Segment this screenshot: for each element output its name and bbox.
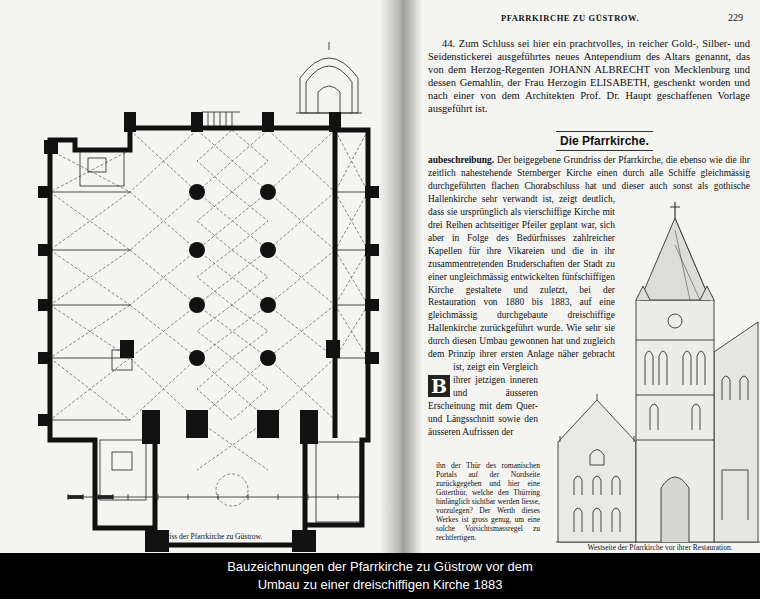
footnote-text: ihn der Thür des romanischen Portals auf… xyxy=(436,462,540,542)
buttresses xyxy=(262,112,274,132)
outer-walls xyxy=(130,128,335,438)
buttresses xyxy=(260,297,276,313)
buttresses xyxy=(189,297,205,313)
buttresses xyxy=(365,352,379,364)
thin-walls xyxy=(50,112,368,522)
vault-ribs xyxy=(130,130,335,192)
buttresses xyxy=(189,184,205,200)
thin-walls xyxy=(50,192,130,420)
buttresses xyxy=(44,140,58,154)
west-elevation xyxy=(675,218,710,300)
buttresses xyxy=(38,414,52,426)
buttresses xyxy=(189,242,205,258)
scale-bar xyxy=(98,496,113,499)
figure-caption: Grundriss der Pfarrkirche zu Güstrow. xyxy=(100,532,310,541)
cross-section-sketch xyxy=(329,42,330,50)
scale-bar xyxy=(68,494,360,500)
buttresses xyxy=(186,410,208,438)
west-elevation xyxy=(722,376,748,520)
scale-bar xyxy=(68,496,83,499)
buttresses xyxy=(38,244,52,256)
west-elevation xyxy=(670,202,680,218)
buttresses xyxy=(124,112,136,132)
cross-section-sketch xyxy=(300,58,358,113)
buttresses xyxy=(257,410,279,438)
outer-walls xyxy=(50,128,155,528)
west-elevation xyxy=(636,300,714,542)
figure-caption: Westseite der Pfarrkirche vor ihrer Rest… xyxy=(560,543,760,552)
book-gutter xyxy=(380,0,422,553)
west-elevation xyxy=(558,400,636,542)
vault-ribs xyxy=(335,130,368,358)
vault-ribs xyxy=(130,192,335,250)
west-elevation xyxy=(650,404,700,430)
section-title: Die Pfarrkirche. xyxy=(556,131,653,151)
west-elevation xyxy=(636,286,714,300)
running-head: PFARRKIRCHE ZU GÜSTROW. xyxy=(470,13,670,23)
west-elevation xyxy=(661,477,689,542)
outer-walls xyxy=(305,130,368,525)
cross-section-sketch xyxy=(296,42,362,113)
cross-section-sketch xyxy=(306,66,352,113)
cross-section-sketch xyxy=(318,86,340,113)
scale-bar xyxy=(68,497,360,498)
buttresses xyxy=(300,410,318,444)
scale-bar xyxy=(68,494,360,500)
buttresses xyxy=(120,340,134,358)
buttresses xyxy=(38,112,379,552)
buttresses xyxy=(329,112,341,132)
west-elevation xyxy=(640,218,710,300)
buttresses xyxy=(38,352,52,364)
vault-ribs xyxy=(216,474,248,506)
vault-ribs xyxy=(130,305,335,358)
outer-walls xyxy=(155,440,305,545)
body-text: Der beigegebene Grundriss der Pfarrkirch… xyxy=(428,155,750,437)
buttresses xyxy=(38,186,52,198)
buttresses xyxy=(260,350,276,366)
west-elevation xyxy=(714,322,758,542)
image-caption: Bauzeichnungen der Pfarrkirche zu Güstro… xyxy=(215,558,545,594)
buttresses xyxy=(365,186,379,198)
buttresses xyxy=(292,530,316,552)
buttresses xyxy=(142,410,160,444)
vault-ribs xyxy=(130,250,335,305)
buttresses xyxy=(191,112,203,132)
paragraph: 44. Zum Schluss sei hier ein prachtvolle… xyxy=(428,37,750,115)
west-elevation xyxy=(574,476,620,495)
wrap-spacer xyxy=(615,198,750,374)
floor-plan xyxy=(38,112,379,552)
buttresses xyxy=(326,340,340,358)
buttresses xyxy=(189,350,205,366)
west-elevation xyxy=(636,340,714,440)
west-elevation xyxy=(668,314,682,328)
west-elevation xyxy=(645,351,705,385)
thin-walls xyxy=(316,442,360,522)
thin-walls xyxy=(335,192,368,358)
vault-ribs xyxy=(50,130,368,506)
buttresses xyxy=(260,242,276,258)
buttresses xyxy=(38,299,52,311)
section-lead: Baubeschreibung. xyxy=(428,155,494,165)
page-ground xyxy=(0,0,760,553)
buttresses xyxy=(365,299,379,311)
buttresses xyxy=(365,244,379,256)
thin-walls xyxy=(112,452,132,470)
buttresses xyxy=(260,184,276,200)
vault-ribs xyxy=(50,150,130,420)
vault-ribs xyxy=(197,130,268,420)
west-elevation xyxy=(560,394,634,442)
caption-bar: Bauzeichnungen der Pfarrkirche zu Güstro… xyxy=(0,553,760,599)
thin-walls xyxy=(80,150,124,186)
thin-walls xyxy=(88,158,106,172)
thin-walls xyxy=(100,440,146,500)
outer-walls xyxy=(50,128,368,545)
page-number: 229 xyxy=(728,12,752,23)
west-elevation xyxy=(590,450,604,466)
west-elevation xyxy=(574,508,620,532)
